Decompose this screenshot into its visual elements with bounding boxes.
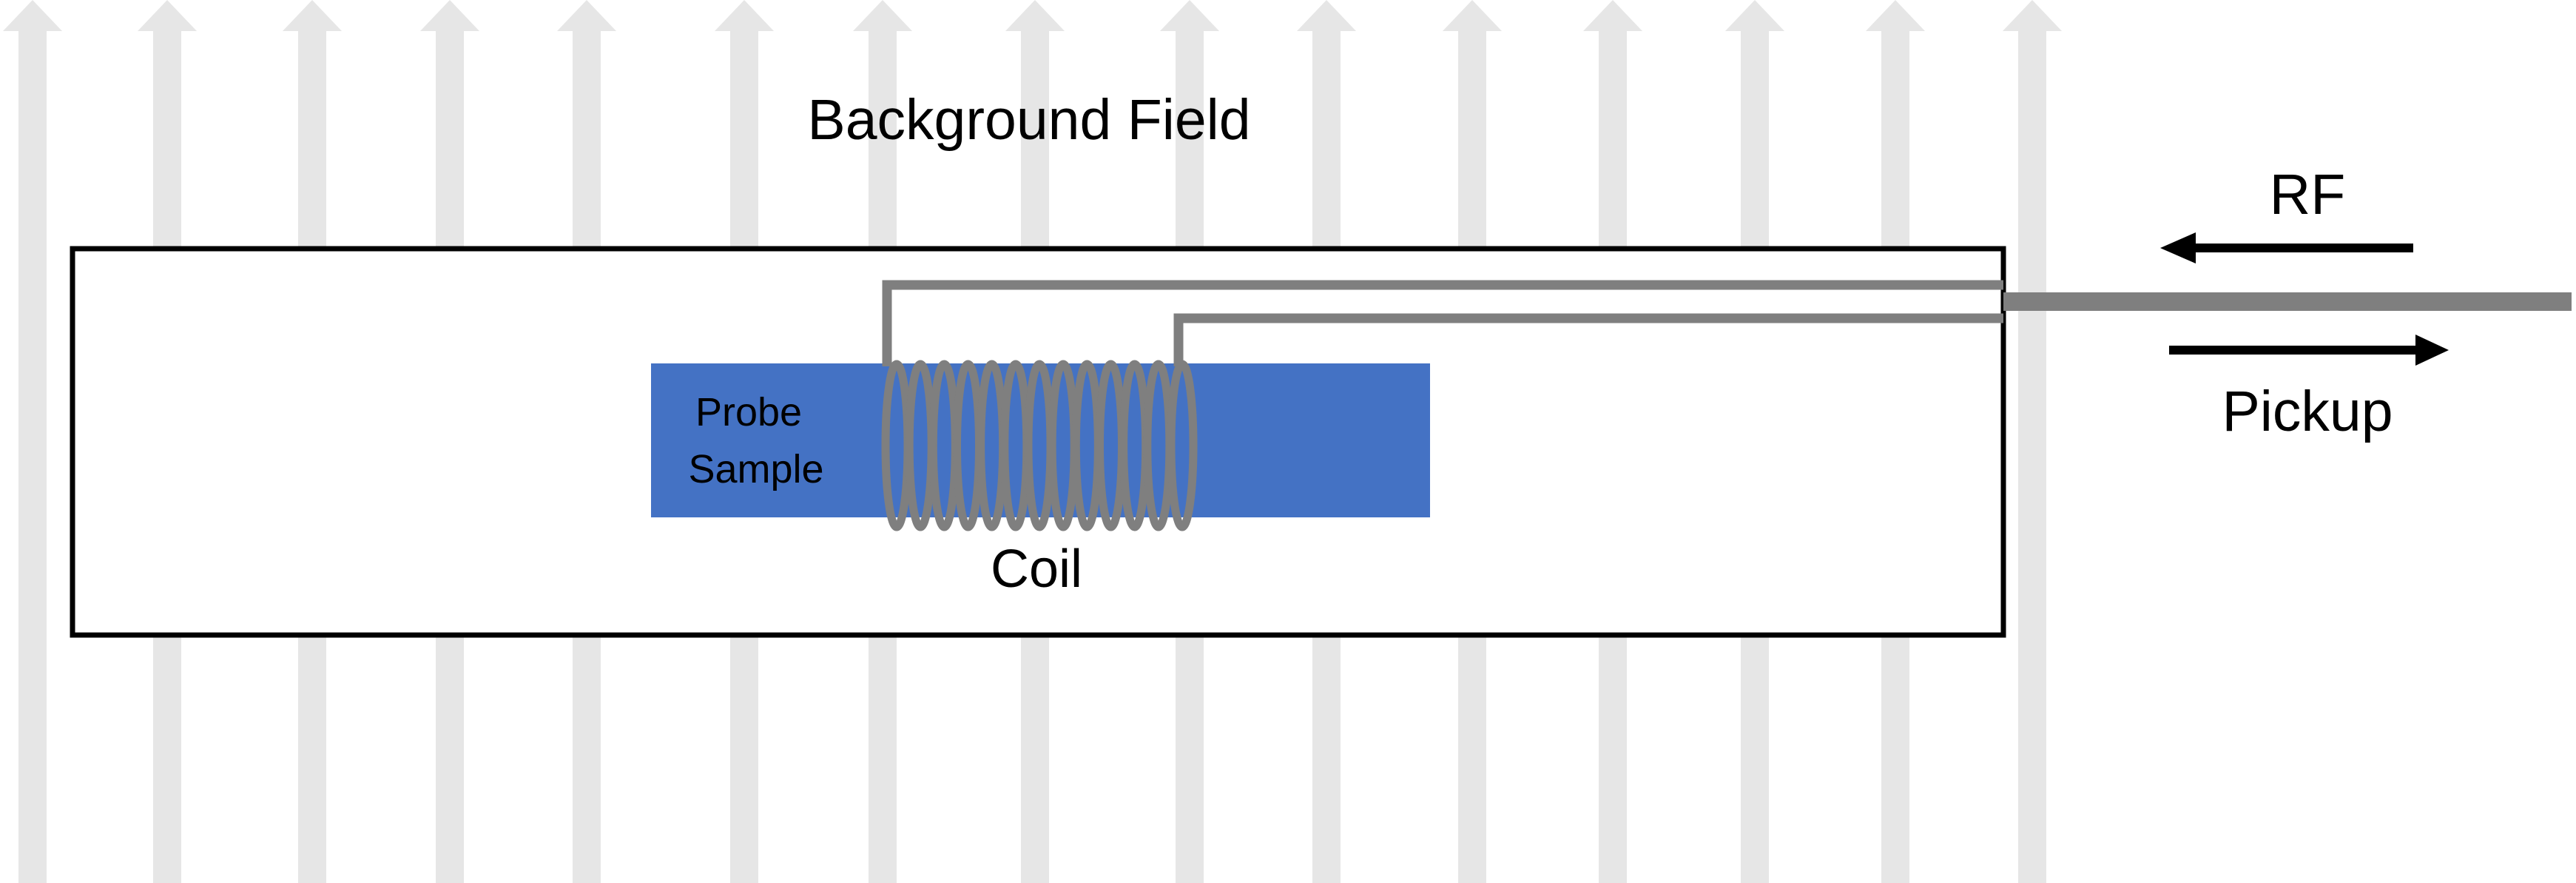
up-arrow-icon xyxy=(1160,0,1219,31)
up-arrow-icon xyxy=(1297,0,1356,31)
up-arrow-icon xyxy=(557,0,616,31)
field-arrow-shaft xyxy=(18,30,47,883)
up-arrow-icon xyxy=(1866,0,1925,31)
field-arrow xyxy=(3,0,62,883)
probe-sample-label-line1: Probe xyxy=(695,390,802,434)
field-arrow-shaft xyxy=(2018,30,2046,883)
rf-arrow-shaft xyxy=(2190,244,2413,252)
up-arrow-icon xyxy=(138,0,197,31)
coil-windings xyxy=(881,360,1198,531)
coil-lead-lower xyxy=(1173,313,2003,366)
right-arrow-icon xyxy=(2415,335,2449,366)
rf-arrow xyxy=(2160,232,2413,263)
pickup-arrow-shaft xyxy=(2169,346,2416,355)
coil-turn xyxy=(1167,360,1198,531)
pickup-label: Pickup xyxy=(2222,380,2393,443)
up-arrow-icon xyxy=(1725,0,1784,31)
left-arrow-icon xyxy=(2160,232,2196,263)
up-arrow-icon xyxy=(715,0,774,31)
signal-cable xyxy=(2003,292,2572,311)
up-arrow-icon xyxy=(420,0,479,31)
up-arrow-icon xyxy=(2003,0,2062,31)
field-arrow xyxy=(2003,0,2062,883)
up-arrow-icon xyxy=(1005,0,1065,31)
up-arrow-icon xyxy=(3,0,62,31)
probe-sample-label-line2: Sample xyxy=(688,447,823,491)
background-field-label: Background Field xyxy=(807,88,1250,152)
rf-label: RF xyxy=(2270,163,2346,226)
up-arrow-icon xyxy=(1583,0,1642,31)
probe-sample-block xyxy=(651,363,1430,517)
probe-enclosure xyxy=(70,246,2006,638)
up-arrow-icon xyxy=(1443,0,1502,31)
coil-lead-upper xyxy=(882,280,2003,366)
coil-label: Coil xyxy=(991,540,1082,599)
pickup-arrow xyxy=(2169,335,2449,366)
coil-leads xyxy=(882,280,2003,366)
up-arrow-icon xyxy=(283,0,342,31)
up-arrow-icon xyxy=(853,0,912,31)
